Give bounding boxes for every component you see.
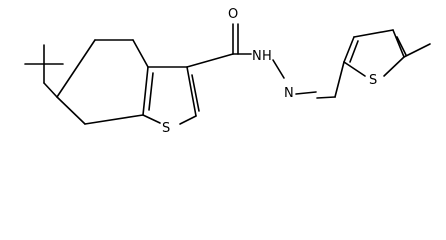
atom-label-oxygen: O: [228, 7, 238, 22]
tert-butyl-group: [24, 44, 64, 98]
atom-label-nitrogen-imine: N: [284, 86, 294, 101]
atom-label-hydrogen-amide: H: [262, 49, 272, 64]
atom-label-nitrogen-amide: N: [252, 49, 262, 64]
thiophene-ring-fused: [142, 66, 200, 125]
carbohydrazide-linker: [186, 23, 345, 99]
atom-label-sulfur-left: S: [162, 121, 170, 136]
atom-label-sulfur-right: S: [369, 73, 377, 88]
methylthiophene-ring: [343, 29, 431, 77]
molecule-canvas: S S O N H N: [24, 7, 431, 136]
structure-diagram: S S O N H N: [24, 7, 431, 136]
cyclohexene-ring: [56, 39, 149, 125]
